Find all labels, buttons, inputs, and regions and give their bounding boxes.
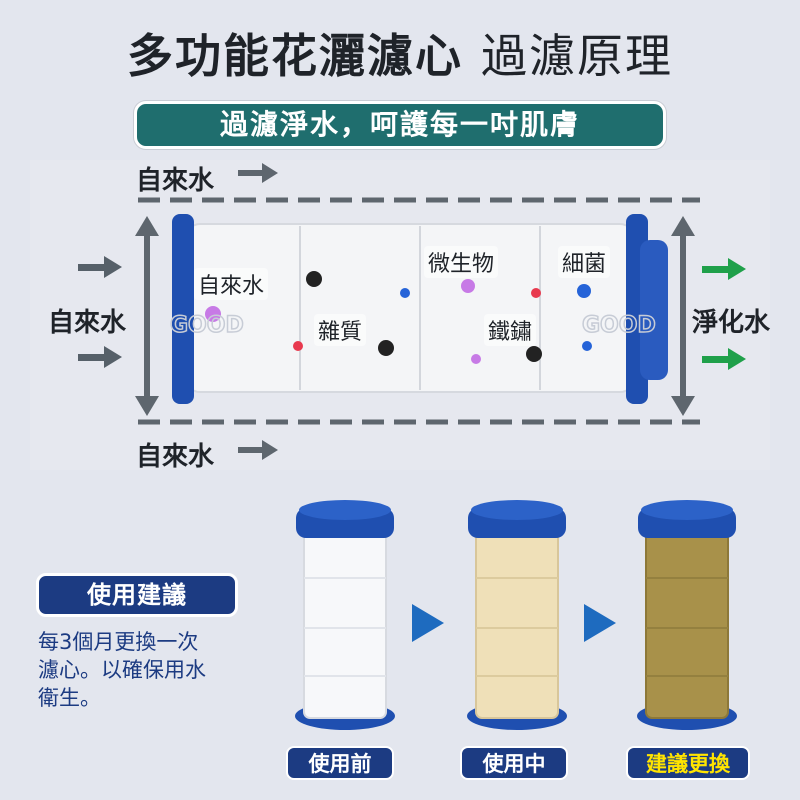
particle-blue <box>400 288 410 298</box>
particle-red <box>293 341 303 351</box>
particle-black <box>378 340 394 356</box>
top-flow-arrow-icon <box>238 163 278 183</box>
stage-label-before: 使用前 <box>286 746 394 780</box>
bottom-flow-arrow-icon <box>238 440 278 460</box>
particle-purple <box>461 279 475 293</box>
right-cap-ring <box>640 240 668 380</box>
subtitle-banner: 過濾淨水，呵護每一吋肌膚 <box>134 101 666 149</box>
right-vertical-arrow-icon <box>671 216 695 416</box>
outflow-arrow-icon <box>702 258 746 370</box>
left-vertical-arrow-icon <box>135 216 159 416</box>
contaminant-impurities-label: 雜質 <box>314 314 367 346</box>
contaminant-rust-label: 鐵鏽 <box>484 314 537 346</box>
particle-black <box>526 346 542 362</box>
usage-heading: 使用建議 <box>36 573 238 617</box>
particle-black <box>306 271 322 287</box>
top-flow-label: 自來水 <box>136 166 215 196</box>
cartridge-in-use <box>467 500 567 730</box>
particle-purple <box>205 306 221 322</box>
bottom-flow-label: 自來水 <box>136 442 215 472</box>
title-sub: 過濾原理 <box>481 29 673 83</box>
page-title: 多功能花灑濾心 過濾原理 <box>0 20 800 86</box>
filtration-diagram-graphic: GOOD GOOD <box>30 160 770 470</box>
usage-line: 每3個月更換一次 <box>38 630 199 654</box>
cartridge-replace <box>637 500 737 730</box>
particle-blue <box>582 341 592 351</box>
particle-blue <box>577 284 591 298</box>
inflow-arrow-icon <box>78 256 122 368</box>
left-end-cap <box>172 214 194 404</box>
next-arrow-icon <box>412 604 444 642</box>
contaminant-microbe-label: 微生物 <box>424 246 499 278</box>
stage-label-replace: 建議更換 <box>626 746 750 780</box>
stage-label-in-use: 使用中 <box>460 746 568 780</box>
contaminant-bacteria-label: 細菌 <box>558 246 611 278</box>
usage-text: 每3個月更換一次 濾心。以確保用水 衛生。 <box>38 628 268 712</box>
filtration-diagram: GOOD GOOD 自來水 自來水 自來水 淨化水 自來水 微生物 細菌 雜質 … <box>0 160 800 472</box>
usage-line: 衛生。 <box>38 686 101 710</box>
title-main: 多功能花灑濾心 <box>126 29 463 83</box>
logo-watermark: GOOD <box>582 313 656 338</box>
inflow-label: 自來水 <box>48 308 127 338</box>
particle-purple <box>471 354 481 364</box>
logo-watermark: GOOD <box>170 313 244 338</box>
next-arrow-icon <box>584 604 616 642</box>
contaminant-tap-water-label: 自來水 <box>194 268 269 300</box>
particle-red <box>531 288 541 298</box>
usage-line: 濾心。以確保用水 <box>38 658 206 682</box>
filter-ridges <box>299 226 541 390</box>
outflow-label: 淨化水 <box>692 308 771 338</box>
cartridge-before <box>295 500 395 730</box>
